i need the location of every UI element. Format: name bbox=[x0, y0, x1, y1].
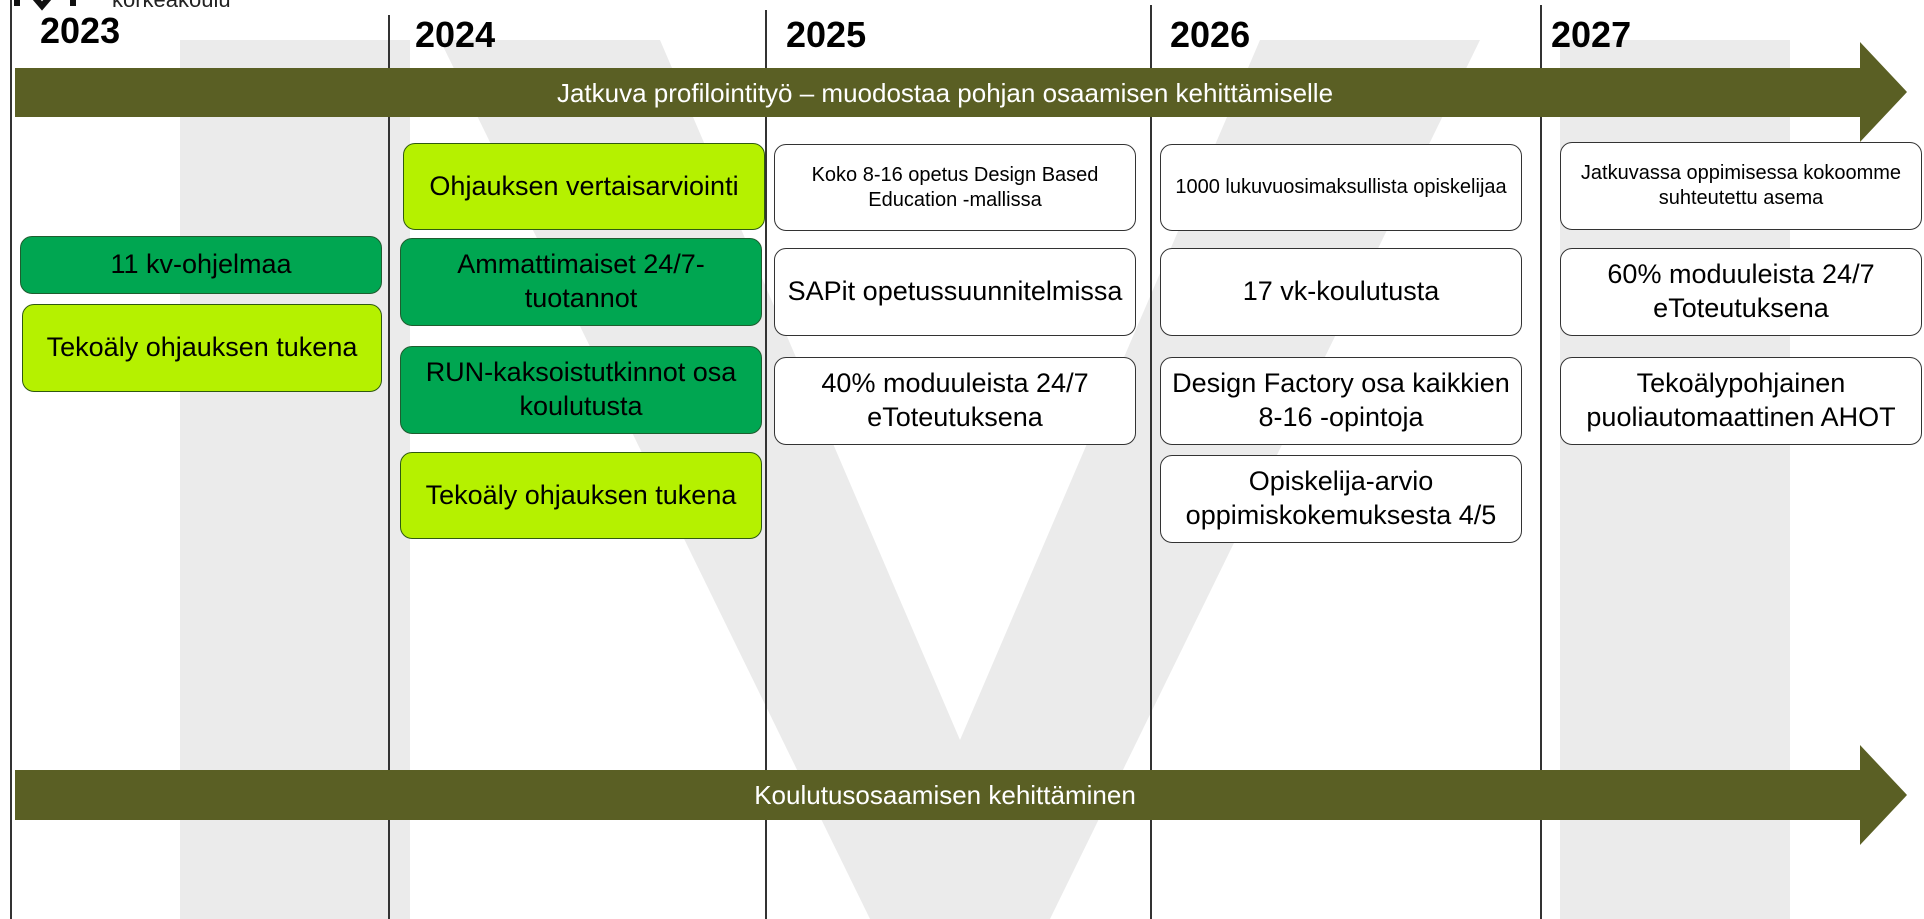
year-2026: 2026 bbox=[1170, 14, 1251, 55]
goal-box-2023-2: Tekoäly ohjauksen tukena bbox=[22, 304, 382, 392]
goal-box-2027-3: Tekoälypohjainen puoliautomaattinen AHOT bbox=[1560, 357, 1922, 445]
divider-2024-2025 bbox=[765, 10, 767, 919]
bottom-arrow-label: Koulutusosaamisen kehittäminen bbox=[754, 780, 1136, 810]
goal-box-2025-3: 40% moduuleista 24/7 eToteutuksena bbox=[774, 357, 1136, 445]
divider-2026-2027 bbox=[1540, 5, 1542, 919]
goal-box-2026-2: 17 vk-koulutusta bbox=[1160, 248, 1522, 336]
goal-box-2023-1: 11 kv-ohjelmaa bbox=[20, 236, 382, 294]
divider-2023-2024 bbox=[388, 15, 390, 919]
goal-box-2027-2: 60% moduuleista 24/7 eToteutuksena bbox=[1560, 248, 1922, 336]
year-2025: 2025 bbox=[786, 14, 867, 55]
goal-box-2026-1: 1000 lukuvuosimaksullista opiskelijaa bbox=[1160, 144, 1522, 231]
goal-box-2026-4: Opiskelija-arvio oppimiskokemuksesta 4/5 bbox=[1160, 455, 1522, 543]
bottom-arrow bbox=[15, 745, 1907, 845]
logo-icon bbox=[14, 0, 76, 11]
year-2023: 2023 bbox=[40, 10, 121, 51]
goal-box-2026-3: Design Factory osa kaikkien 8-16 -opinto… bbox=[1160, 357, 1522, 445]
goal-box-2024-4: Tekoäly ohjauksen tukena bbox=[400, 452, 762, 539]
goal-box-2025-1: Koko 8-16 opetus Design Based Education … bbox=[774, 144, 1136, 231]
goal-box-2025-2: SAPit opetussuunnitelmissa bbox=[774, 248, 1136, 336]
year-2027: 2027 bbox=[1551, 14, 1632, 55]
divider-left bbox=[10, 0, 12, 919]
goal-box-2024-3: RUN-kaksoistutkinnot osa koulutusta bbox=[400, 346, 762, 434]
goal-box-2024-2: Ammattimaiset 24/7-tuotannot bbox=[400, 238, 762, 326]
top-arrow bbox=[15, 42, 1907, 142]
top-arrow-label: Jatkuva profilointityö – muodostaa pohja… bbox=[556, 78, 1334, 108]
goal-box-2024-1: Ohjauksen vertaisarviointi bbox=[403, 143, 765, 230]
year-2024: 2024 bbox=[415, 14, 496, 55]
divider-2025-2026 bbox=[1150, 5, 1152, 919]
logo-text: korkeakoulu bbox=[112, 0, 231, 13]
goal-box-2027-1: Jatkuvassa oppimisessa kokoomme suhteute… bbox=[1560, 142, 1922, 230]
